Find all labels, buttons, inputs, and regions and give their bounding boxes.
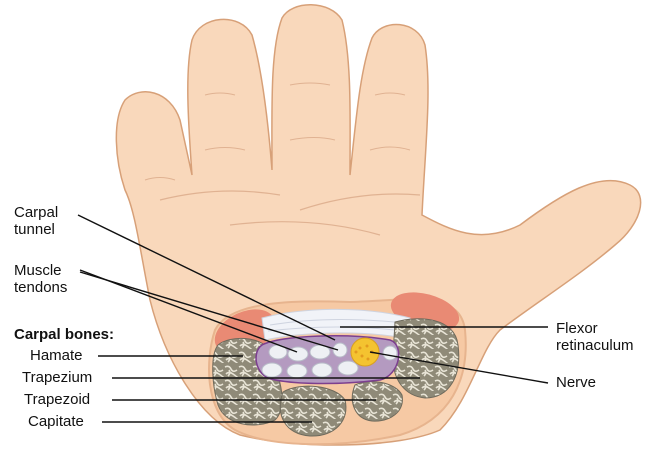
finger-creases: [144, 82, 411, 181]
label-trapezoid: Trapezoid: [24, 391, 91, 408]
tendon: [311, 362, 333, 378]
leader-line-nerve: [369, 351, 549, 384]
tendon: [332, 342, 348, 358]
leader-line-carpal-tunnel: [77, 214, 336, 341]
capitate-bone: [279, 385, 347, 437]
label-hamate: Hamate: [30, 347, 83, 364]
label-flexor-retinaculum: Flexor retinaculum: [556, 320, 634, 354]
label-nerve: Nerve: [556, 374, 597, 391]
palm-creases: [159, 190, 421, 236]
tendon: [286, 363, 308, 379]
tendon: [382, 345, 398, 361]
label-carpal-tunnel: Carpal tunnel: [14, 204, 59, 238]
trapezoid-bone: [351, 381, 403, 422]
tendon: [261, 362, 283, 378]
muscle-tendons: [261, 342, 398, 379]
tendon: [337, 360, 359, 376]
leader-line-muscle-tendons: [79, 271, 339, 351]
label-muscle-tendons: Muscle tendons: [14, 262, 68, 296]
median-nerve: [350, 337, 380, 367]
label-trapezium: Trapezium: [22, 369, 93, 386]
label-carpal-bones: Carpal bones:: [14, 326, 115, 343]
leader-line-muscle-tendons: [79, 269, 298, 353]
retinaculum-fibers: [267, 318, 406, 332]
label-capitate: Capitate: [28, 413, 84, 430]
leader-lines: [77, 214, 549, 423]
